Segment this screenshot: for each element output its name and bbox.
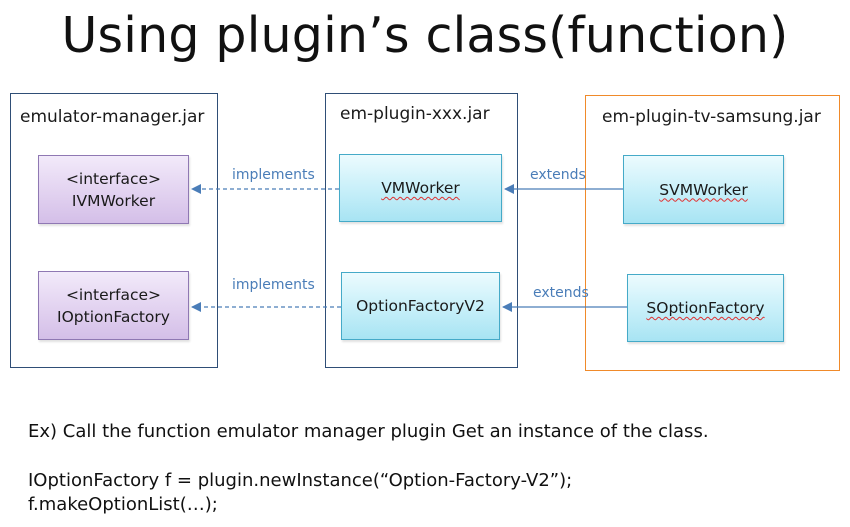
plugin-xxx-jar-label: em-plugin-xxx.jar: [340, 104, 490, 124]
implements-label-bottom: implements: [232, 277, 315, 293]
page-title: Using plugin’s class(function): [61, 7, 789, 64]
extends-label-top: extends: [530, 167, 586, 183]
ioptionfactory-name: IOptionFactory: [57, 307, 170, 326]
ioptionfactory-stereotype: <interface>: [65, 285, 162, 304]
ivmworker-name: IVMWorker: [71, 191, 156, 210]
code-line-1: IOptionFactory f = plugin.newInstance(“O…: [28, 470, 573, 491]
emulator-manager-jar-label: emulator-manager.jar: [20, 107, 205, 127]
ioptionfactory-interface-box[interactable]: <interface> IOptionFactory: [38, 271, 189, 340]
optionfactoryv2-name: OptionFactoryV2: [356, 297, 485, 315]
optionfactoryv2-class-box[interactable]: OptionFactoryV2: [341, 272, 500, 340]
soptionfactory-class-box[interactable]: SOptionFactory: [627, 274, 784, 342]
code-line-2: f.makeOptionList(…);: [28, 494, 218, 515]
vmworker-name: VMWorker: [381, 179, 460, 197]
implements-label-top: implements: [232, 167, 315, 183]
vmworker-class-box[interactable]: VMWorker: [339, 154, 502, 222]
ivmworker-stereotype: <interface>: [65, 169, 162, 188]
plugin-tv-samsung-jar-label: em-plugin-tv-samsung.jar: [602, 107, 821, 127]
example-description: Ex) Call the function emulator manager p…: [28, 421, 709, 442]
svmworker-class-box[interactable]: SVMWorker: [623, 155, 784, 224]
svmworker-name: SVMWorker: [659, 180, 748, 199]
extends-label-bottom: extends: [533, 285, 589, 301]
soptionfactory-name: SOptionFactory: [646, 299, 765, 317]
ivmworker-interface-box[interactable]: <interface> IVMWorker: [38, 155, 189, 224]
